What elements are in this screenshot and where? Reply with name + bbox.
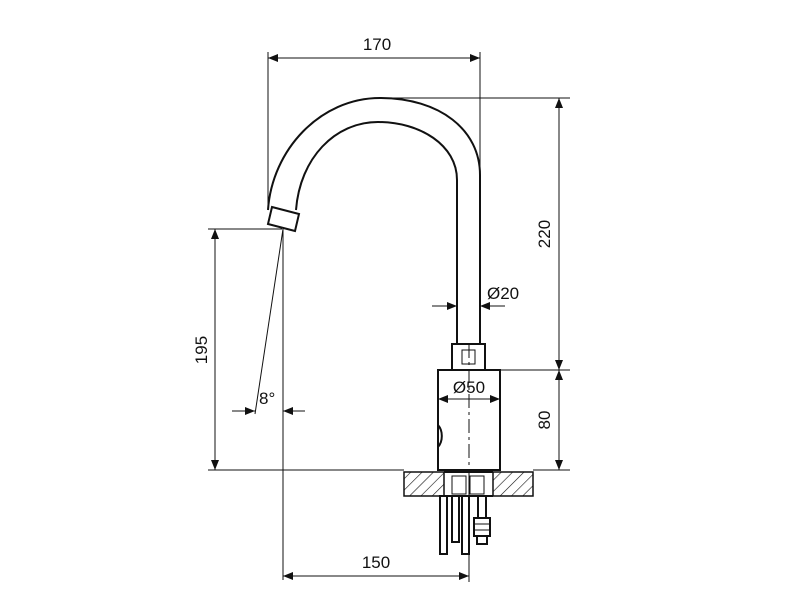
dimension-spout-height: 220 — [385, 97, 570, 371]
label-spout-reach: 170 — [363, 35, 391, 54]
aerator-tip — [266, 205, 301, 233]
supply-connections — [439, 495, 491, 555]
dimension-flow-angle: 8° — [232, 228, 305, 580]
dimension-body-diameter: Ø50 — [438, 378, 500, 403]
label-body-height: 80 — [535, 411, 554, 430]
dimension-projection: 150 — [283, 470, 470, 582]
label-flow-angle: 8° — [259, 389, 275, 408]
dimension-pipe-diameter: Ø20 — [432, 284, 519, 310]
label-pipe-diameter: Ø20 — [487, 284, 519, 303]
label-body-diameter: Ø50 — [453, 378, 485, 397]
label-spout-height: 220 — [535, 220, 554, 248]
label-projection: 150 — [362, 553, 390, 572]
spout-tube — [267, 96, 481, 345]
mounting-plate — [403, 471, 534, 497]
dimension-outlet-height: 195 — [192, 228, 404, 471]
label-outlet-height: 195 — [192, 336, 211, 364]
dimension-body-height: 80 — [533, 370, 570, 471]
dimension-spout-reach: 170 — [267, 35, 481, 205]
